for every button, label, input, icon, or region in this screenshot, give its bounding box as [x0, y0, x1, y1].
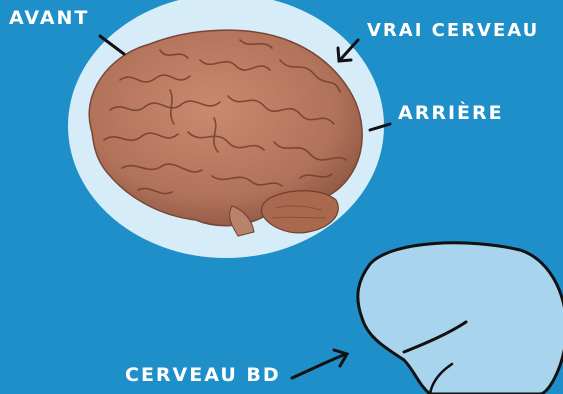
label-cartoon-brain: CERVEAU BD [125, 366, 281, 385]
label-back: ARRIÈRE [398, 104, 504, 123]
label-real-brain: VRAI CERVEAU [367, 22, 539, 40]
cartoon-brain-pointer-arrow [292, 354, 346, 378]
label-front: AVANT [9, 9, 89, 28]
cartoon-brain-drawing [358, 243, 563, 394]
